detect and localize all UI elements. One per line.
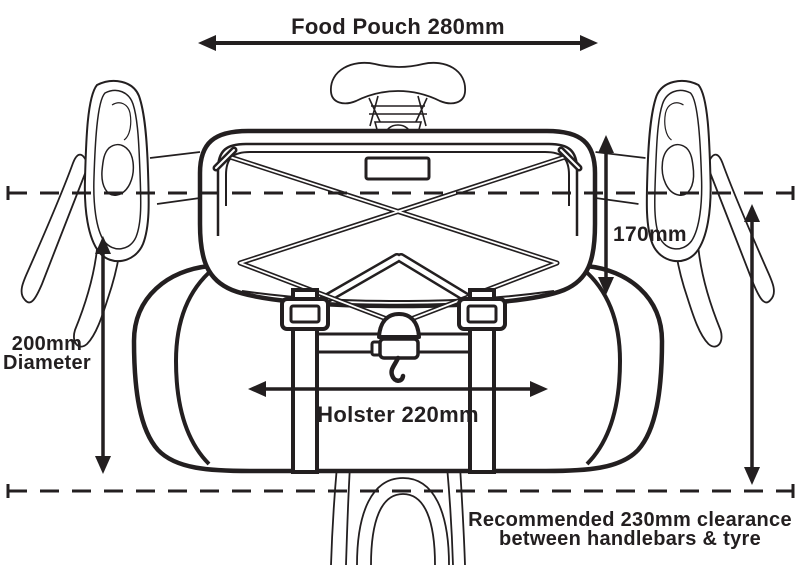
holster-diameter-arrow [95, 236, 111, 474]
fork-and-tyre-drawing [330, 465, 466, 565]
holster-width-arrow [248, 381, 548, 397]
food-pouch-width-arrow [198, 35, 598, 51]
pouch-height-label: 170mm [613, 223, 687, 246]
holster-diameter-label-line1: 200mm [12, 333, 82, 355]
clearance-label-line1: Recommended 230mm clearance [468, 509, 792, 531]
tyre-inner [370, 493, 436, 565]
holster-straps [280, 288, 507, 474]
holster-diameter-label-line2: Diameter [3, 352, 91, 374]
buckle-left [280, 297, 330, 331]
handlebar-reference-line [6, 186, 795, 200]
tyre-reference-line [6, 484, 795, 498]
tyre-outer [356, 477, 450, 565]
hook-icon [389, 355, 406, 383]
saddle-drawing [330, 62, 466, 138]
buckle-right [457, 297, 507, 331]
food-pouch-width-label: Food Pouch 280mm [291, 14, 505, 39]
holster-drawing [131, 263, 665, 474]
clearance-arrow [744, 204, 760, 485]
holster-width-label: Holster 220mm [317, 402, 479, 427]
clearance-label-line2: between handlebars & tyre [499, 528, 761, 550]
food-pouch-drawing [197, 128, 598, 309]
pouch-height-arrow [598, 135, 614, 295]
centre-clip [370, 312, 421, 383]
pouch-label-patch [364, 156, 431, 181]
